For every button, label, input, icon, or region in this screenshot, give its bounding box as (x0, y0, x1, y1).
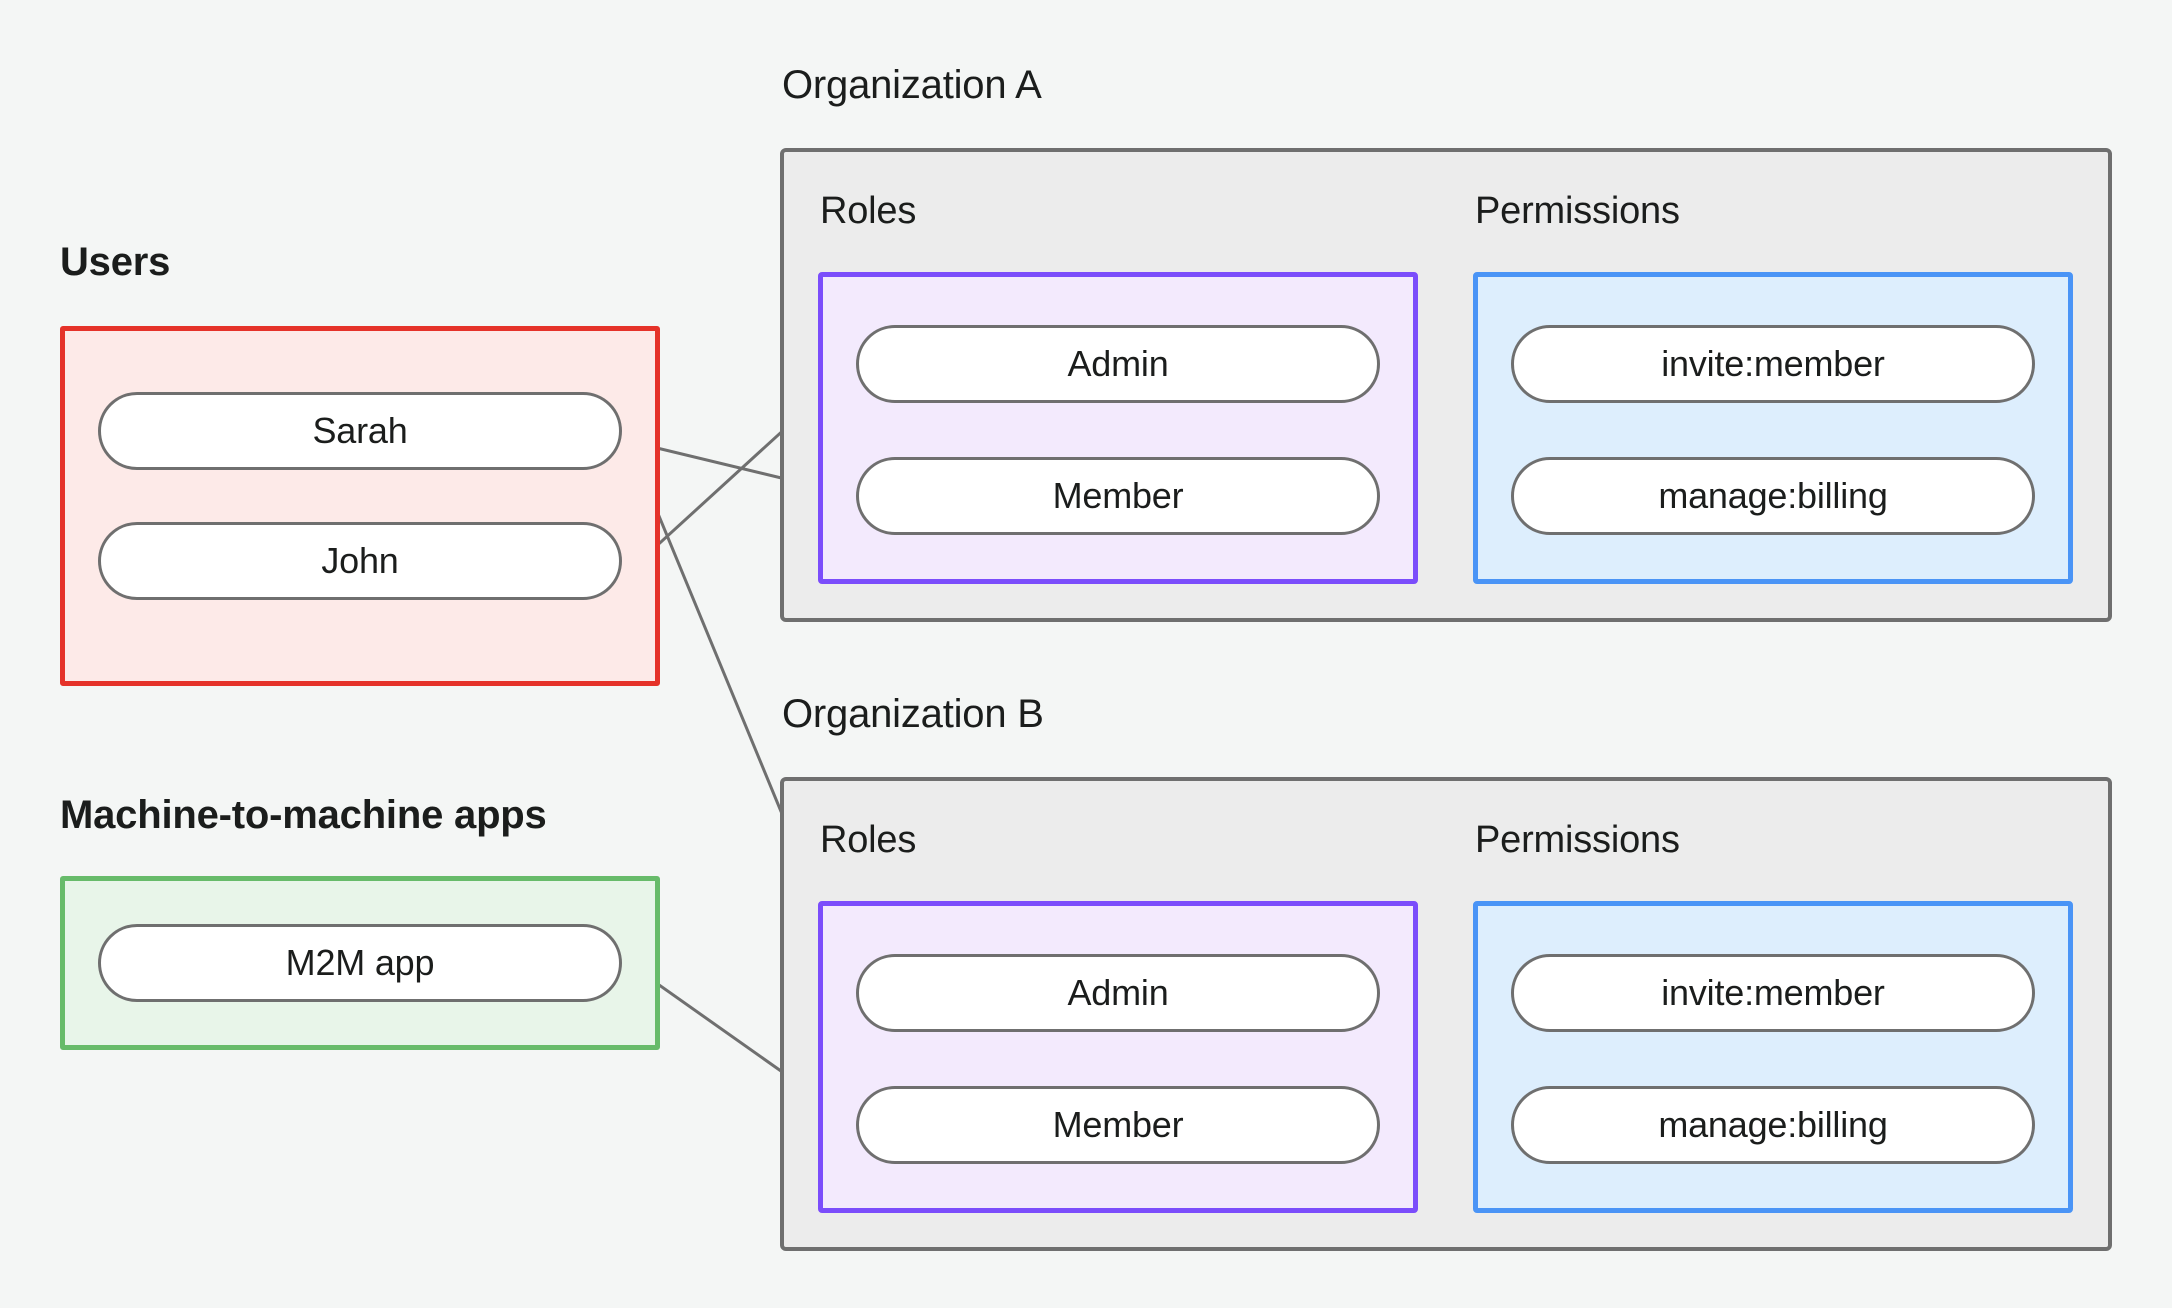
organization-b-roles-box (818, 901, 1418, 1213)
organization-a-permission-invite-member[interactable]: invite:member (1511, 325, 2035, 403)
organization-b-roles-title: Roles (820, 819, 917, 861)
organization-a-permission-manage-billing[interactable]: manage:billing (1511, 457, 2035, 535)
organization-a-permissions-title: Permissions (1475, 190, 1680, 232)
organization-b-permissions-box (1473, 901, 2073, 1213)
m2m-node-app[interactable]: M2M app (98, 924, 622, 1002)
organization-b-permission-invite-member[interactable]: invite:member (1511, 954, 2035, 1032)
organization-a-roles-title: Roles (820, 190, 917, 232)
organization-b-permissions-title: Permissions (1475, 819, 1680, 861)
organization-a-role-member[interactable]: Member (856, 457, 1380, 535)
user-node-sarah[interactable]: Sarah (98, 392, 622, 470)
organization-b-role-member[interactable]: Member (856, 1086, 1380, 1164)
user-node-john[interactable]: John (98, 522, 622, 600)
organization-b-permission-manage-billing[interactable]: manage:billing (1511, 1086, 2035, 1164)
m2m-group-title: Machine-to-machine apps (60, 793, 547, 837)
users-group-title: Users (60, 240, 171, 284)
users-group-box (60, 326, 660, 686)
organization-a-roles-box (818, 272, 1418, 584)
organization-a-title: Organization A (782, 63, 1042, 107)
organization-b-title: Organization B (782, 692, 1044, 736)
organization-b-role-admin[interactable]: Admin (856, 954, 1380, 1032)
organization-a-permissions-box (1473, 272, 2073, 584)
organization-a-role-admin[interactable]: Admin (856, 325, 1380, 403)
